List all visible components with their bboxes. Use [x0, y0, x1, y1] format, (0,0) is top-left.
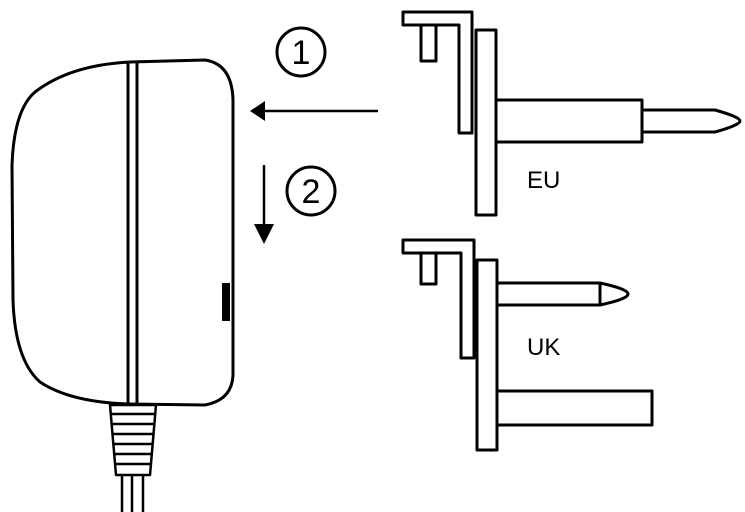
adapter-cable — [108, 403, 158, 512]
uk-plug-plate — [475, 258, 499, 452]
eu-plug-plate — [474, 28, 498, 217]
adapter-body — [10, 58, 235, 407]
eu-plug-hook — [401, 10, 474, 135]
uk-plug-clip — [419, 251, 438, 286]
step-2-number: 2 — [302, 173, 321, 211]
step-1-indicator: 1 — [275, 26, 327, 78]
uk-plug-top-pin — [495, 281, 630, 307]
step-2-circle — [285, 165, 337, 217]
eu-plug: EU — [401, 10, 742, 217]
uk-plug: UK — [401, 238, 654, 452]
step-2-indicator: 2 — [285, 165, 337, 217]
uk-plug-hook — [401, 238, 476, 360]
eu-plug-pin-tip — [640, 108, 742, 134]
power-adapter — [10, 58, 235, 512]
step-1-number: 1 — [292, 34, 311, 72]
step-1-circle — [275, 26, 327, 78]
push-arrow-down-icon — [254, 165, 274, 244]
insert-arrow-left-icon — [250, 101, 378, 121]
eu-plug-clip — [419, 23, 438, 63]
uk-plug-earth-pin — [495, 389, 654, 427]
adapter-latch-button — [222, 283, 230, 321]
uk-plug-label: UK — [527, 334, 560, 361]
eu-plug-pin-base — [494, 98, 644, 144]
eu-plug-label: EU — [527, 167, 560, 194]
